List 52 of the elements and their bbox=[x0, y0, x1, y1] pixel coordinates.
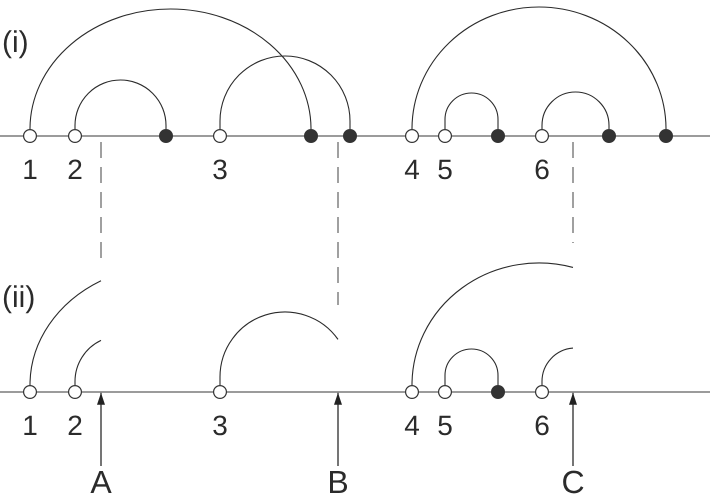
hollow-circle bbox=[535, 129, 549, 143]
solid-dot bbox=[343, 129, 357, 143]
point-number: 1 bbox=[21, 412, 39, 440]
hollow-circle bbox=[405, 385, 419, 399]
point-letter: A bbox=[85, 466, 117, 498]
point-number: 6 bbox=[533, 156, 551, 184]
hollow-circle bbox=[23, 129, 37, 143]
arc-connector bbox=[541, 348, 574, 385]
point-number: 3 bbox=[211, 156, 229, 184]
hollow-circle bbox=[405, 129, 419, 143]
arc-connector bbox=[219, 56, 351, 129]
arc-connector bbox=[74, 340, 102, 385]
pointer-arrow bbox=[97, 392, 105, 466]
panel-label: (ii) bbox=[2, 283, 36, 313]
arc-connector bbox=[444, 348, 499, 385]
arc-connector bbox=[74, 80, 167, 129]
arc-connector bbox=[29, 280, 102, 386]
solid-dot bbox=[304, 129, 318, 143]
arc-connector bbox=[444, 92, 499, 129]
point-number: 3 bbox=[211, 412, 229, 440]
pointer-arrow bbox=[569, 392, 577, 466]
hollow-circle bbox=[438, 385, 452, 399]
solid-dot bbox=[491, 129, 505, 143]
hollow-circle bbox=[213, 129, 227, 143]
point-number: 5 bbox=[436, 156, 454, 184]
solid-dot bbox=[159, 129, 173, 143]
point-number: 6 bbox=[533, 412, 551, 440]
point-number: 2 bbox=[66, 412, 84, 440]
hollow-circle bbox=[535, 385, 549, 399]
point-number: 1 bbox=[21, 156, 39, 184]
pointer-arrow bbox=[334, 392, 342, 466]
arc-connector bbox=[411, 262, 574, 386]
arc-connector bbox=[411, 6, 667, 130]
hollow-circle bbox=[68, 129, 82, 143]
hollow-circle bbox=[23, 385, 37, 399]
solid-dot bbox=[659, 129, 673, 143]
point-number: 4 bbox=[403, 156, 421, 184]
solid-dot bbox=[602, 129, 616, 143]
arc-connector bbox=[29, 8, 312, 130]
point-letter: C bbox=[557, 466, 589, 498]
hollow-circle bbox=[213, 385, 227, 399]
point-number: 4 bbox=[403, 412, 421, 440]
arc-connector bbox=[541, 92, 610, 129]
hollow-circle bbox=[68, 385, 82, 399]
point-letter: B bbox=[322, 466, 354, 498]
point-number: 2 bbox=[66, 156, 84, 184]
hollow-circle bbox=[438, 129, 452, 143]
point-number: 5 bbox=[436, 412, 454, 440]
arc-connector bbox=[219, 312, 338, 385]
number-line bbox=[0, 391, 710, 393]
solid-dot bbox=[491, 385, 505, 399]
panel-label: (i) bbox=[2, 28, 29, 58]
